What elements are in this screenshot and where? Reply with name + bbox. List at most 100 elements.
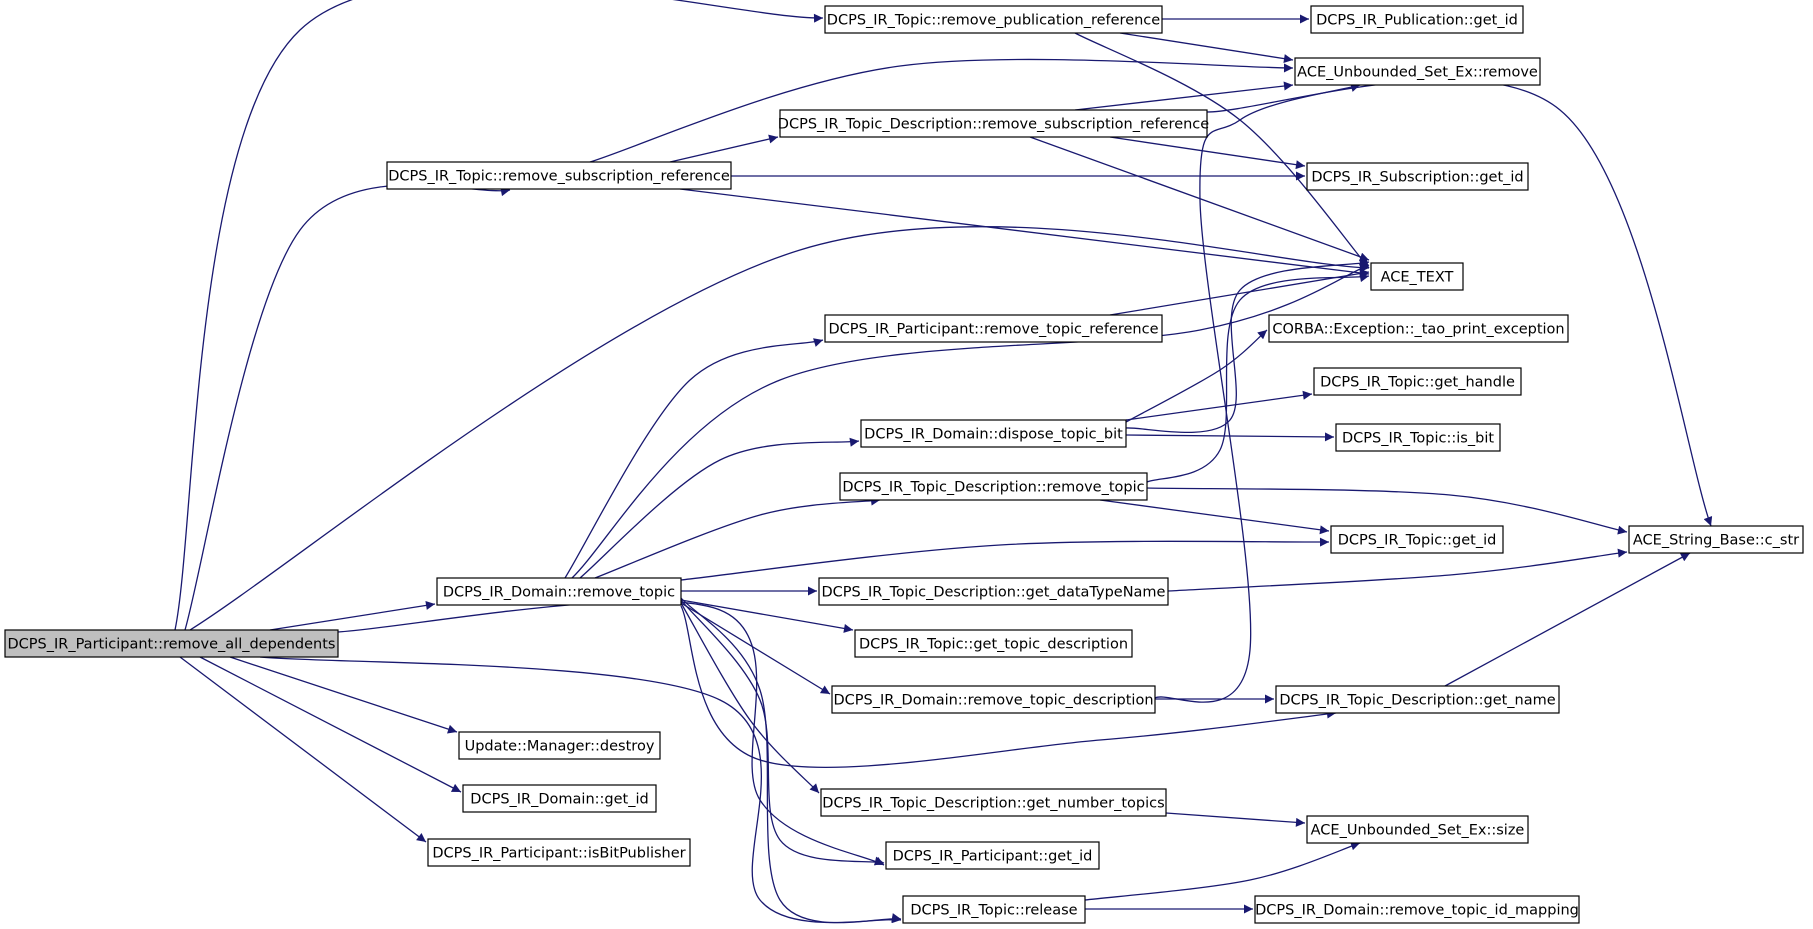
node-box	[1330, 525, 1504, 554]
node-domain-remove-topic-description[interactable]: DCPS_IR_Domain::remove_topic_description	[831, 685, 1156, 714]
edge-domain-remove-topic-to-ace-text	[571, 264, 1370, 579]
edge-td-remove-topic-to-topic-get-id	[1099, 499, 1330, 535]
edge-domain-remove-topic-to-participant-get-id	[680, 599, 885, 866]
node-box	[462, 784, 657, 813]
node-label: DCPS_IR_Participant::remove_all_dependen…	[8, 637, 336, 653]
edge-domain-dispose-topic-bit-to-topic-get-handle	[1125, 390, 1313, 421]
node-label: ACE_String_Base::c_str	[1633, 533, 1799, 549]
node-label: DCPS_IR_Topic::remove_subscription_refer…	[388, 169, 730, 185]
edge-root-to-topic-remove-pub-ref	[174, 0, 824, 631]
edge-root-to-domain-remove-topic	[269, 600, 436, 631]
node-domain-get-id[interactable]: DCPS_IR_Domain::get_id	[462, 784, 657, 813]
edge-domain-remove-topic-to-td-get-number-topics	[680, 602, 820, 794]
node-subscription-get-id[interactable]: DCPS_IR_Subscription::get_id	[1306, 162, 1529, 191]
node-publication-get-id[interactable]: DCPS_IR_Publication::get_id	[1310, 5, 1524, 34]
node-box	[427, 838, 691, 867]
node-td-remove-topic[interactable]: DCPS_IR_Topic_Description::remove_topic	[839, 472, 1148, 501]
edge-topic-remove-sub-ref-to-unbounded-remove	[589, 58, 1294, 163]
node-topic-get-topic-description[interactable]: DCPS_IR_Topic::get_topic_description	[854, 629, 1133, 658]
node-topic-get-id[interactable]: DCPS_IR_Topic::get_id	[1330, 525, 1504, 554]
node-label: ACE_Unbounded_Set_Ex::remove	[1297, 65, 1538, 81]
node-label: DCPS_IR_Topic::remove_publication_refere…	[827, 13, 1160, 29]
node-participant-remove-topic-ref[interactable]: DCPS_IR_Participant::remove_topic_refere…	[824, 314, 1163, 343]
edge-td-get-datatypename-to-string-c-str	[1167, 548, 1628, 592]
node-box	[1254, 895, 1580, 924]
node-label: DCPS_IR_Domain::remove_topic	[443, 585, 675, 601]
node-domain-remove-topic-id-mapping[interactable]: DCPS_IR_Domain::remove_topic_id_mapping	[1254, 895, 1580, 924]
edge-topic-remove-pub-ref-to-unbounded-remove	[1119, 32, 1294, 64]
edge-td-remove-sub-ref-to-string-c-str	[1206, 79, 1713, 527]
node-update-destroy[interactable]: Update::Manager::destroy	[458, 731, 661, 760]
edge-root-to-domain-get-id	[199, 656, 462, 793]
edge-td-remove-sub-ref-to-subscription-get-id	[1109, 136, 1306, 170]
node-corba-exception[interactable]: CORBA::Exception::_tao_print_exception	[1268, 314, 1569, 343]
node-label: ACE_Unbounded_Set_Ex::size	[1311, 823, 1525, 839]
node-label: DCPS_IR_Domain::remove_topic_id_mapping	[1255, 903, 1579, 919]
node-unbounded-size[interactable]: ACE_Unbounded_Set_Ex::size	[1306, 815, 1529, 844]
node-label: DCPS_IR_Domain::dispose_topic_bit	[864, 427, 1123, 443]
node-box	[1628, 525, 1804, 554]
node-label: DCPS_IR_Participant::remove_topic_refere…	[828, 322, 1158, 338]
node-box	[779, 109, 1208, 138]
edge-td-remove-topic-to-string-c-str	[1146, 487, 1628, 535]
node-box	[436, 577, 682, 606]
node-box	[1275, 685, 1560, 714]
node-domain-dispose-topic-bit[interactable]: DCPS_IR_Domain::dispose_topic_bit	[860, 419, 1127, 448]
node-box	[1370, 262, 1464, 291]
node-box	[902, 895, 1086, 924]
node-label: DCPS_IR_Publication::get_id	[1316, 13, 1518, 29]
node-domain-remove-topic[interactable]: DCPS_IR_Domain::remove_topic	[436, 577, 682, 606]
edge-td-get-name-to-string-c-str	[1444, 552, 1691, 687]
node-topic-is-bit[interactable]: DCPS_IR_Topic::is_bit	[1335, 423, 1501, 452]
node-box	[4, 629, 339, 658]
node-box	[386, 161, 732, 190]
edge-topic-remove-sub-ref-to-ace-text	[679, 188, 1370, 278]
node-box	[820, 788, 1167, 817]
node-label: Update::Manager::destroy	[465, 739, 655, 755]
node-unbounded-remove[interactable]: ACE_Unbounded_Set_Ex::remove	[1294, 57, 1541, 86]
node-td-get-name[interactable]: DCPS_IR_Topic_Description::get_name	[1275, 685, 1560, 714]
node-box	[1268, 314, 1569, 343]
node-label: DCPS_IR_Topic::get_id	[1338, 533, 1497, 549]
node-label: DCPS_IR_Domain::remove_topic_description	[833, 693, 1153, 709]
node-ace-text[interactable]: ACE_TEXT	[1370, 262, 1464, 291]
edge-td-remove-sub-ref-to-unbounded-remove	[1074, 81, 1294, 111]
node-string-c-str[interactable]: ACE_String_Base::c_str	[1628, 525, 1804, 554]
node-topic-get-handle[interactable]: DCPS_IR_Topic::get_handle	[1313, 367, 1522, 396]
node-box	[860, 419, 1127, 448]
edge-domain-remove-topic-description-to-unbounded-remove	[1154, 83, 1361, 703]
node-box	[824, 5, 1163, 34]
edge-domain-remove-topic-to-topic-get-id	[680, 537, 1330, 581]
node-label: CORBA::Exception::_tao_print_exception	[1272, 322, 1564, 338]
node-label: ACE_TEXT	[1381, 270, 1454, 286]
node-td-remove-sub-ref[interactable]: DCPS_IR_Topic_Description::remove_subscr…	[778, 109, 1209, 138]
node-label: DCPS_IR_Topic::is_bit	[1342, 431, 1494, 447]
node-label: DCPS_IR_Subscription::get_id	[1311, 170, 1523, 186]
edge-topic-remove-sub-ref-to-td-remove-sub-ref	[669, 134, 779, 163]
edge-participant-remove-topic-ref-to-ace-text	[1109, 269, 1370, 316]
edge-td-remove-topic-to-ace-text	[1146, 273, 1370, 483]
edge-td-get-number-topics-to-unbounded-size	[1165, 812, 1306, 827]
node-root[interactable]: DCPS_IR_Participant::remove_all_dependen…	[4, 629, 339, 658]
node-box	[831, 685, 1156, 714]
node-box	[818, 577, 1169, 606]
node-td-get-number-topics[interactable]: DCPS_IR_Topic_Description::get_number_to…	[820, 788, 1167, 817]
node-label: DCPS_IR_Participant::get_id	[893, 849, 1093, 865]
node-label: DCPS_IR_Topic_Description::get_name	[1279, 693, 1555, 709]
edge-root-to-participant-isbit	[179, 656, 427, 843]
node-label: DCPS_IR_Topic_Description::remove_subscr…	[778, 117, 1209, 133]
node-participant-isbit[interactable]: DCPS_IR_Participant::isBitPublisher	[427, 838, 691, 867]
edge-root-to-participant-get-id	[337, 600, 885, 866]
node-topic-release[interactable]: DCPS_IR_Topic::release	[902, 895, 1086, 924]
node-participant-get-id[interactable]: DCPS_IR_Participant::get_id	[885, 841, 1100, 870]
node-box	[839, 472, 1148, 501]
node-topic-remove-sub-ref[interactable]: DCPS_IR_Topic::remove_subscription_refer…	[386, 161, 732, 190]
node-box	[458, 731, 661, 760]
node-label: DCPS_IR_Topic::get_topic_description	[859, 637, 1128, 653]
edge-domain-remove-topic-to-topic-release	[680, 597, 902, 924]
node-label: DCPS_IR_Topic::release	[910, 903, 1077, 919]
node-box	[1313, 367, 1522, 396]
node-td-get-datatypename[interactable]: DCPS_IR_Topic_Description::get_dataTypeN…	[818, 577, 1169, 606]
node-topic-remove-pub-ref[interactable]: DCPS_IR_Topic::remove_publication_refere…	[824, 5, 1163, 34]
